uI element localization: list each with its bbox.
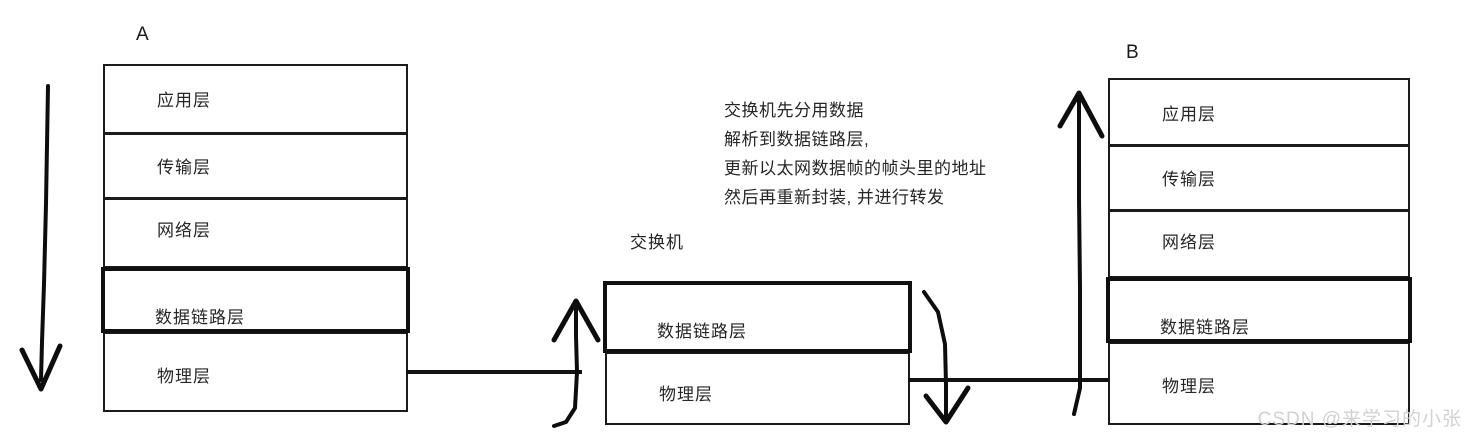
switch-layer-physical: 物理层 xyxy=(605,352,910,425)
switch-caption: 交换机 xyxy=(630,233,684,252)
layer-label: 应用层 xyxy=(1162,105,1216,124)
endpoint-a-layer-physical: 物理层 xyxy=(103,332,408,412)
endpoint-b-layer-transport: 传输层 xyxy=(1108,145,1410,211)
watermark: CSDN @来学习的小张 xyxy=(1257,409,1462,430)
layer-label: 物理层 xyxy=(1162,377,1216,396)
switch-stack: 数据链路层 物理层 xyxy=(603,281,912,425)
switch-outbound-down-arrow xyxy=(922,290,971,425)
layer-label: 物理层 xyxy=(157,367,211,386)
layer-label: 传输层 xyxy=(1162,170,1216,189)
link-switch-to-b xyxy=(908,378,1110,382)
endpoint-a-layer-application: 应用层 xyxy=(103,64,408,134)
endpoint-b-up-arrow xyxy=(1057,90,1105,416)
layer-label: 传输层 xyxy=(157,158,211,177)
switch-inbound-up-arrow xyxy=(551,298,601,428)
encapsulation-down-arrow xyxy=(19,84,63,392)
switch-layer-datalink: 数据链路层 xyxy=(603,281,912,353)
endpoint-b-stack: 应用层 传输层 网络层 数据链路层 物理层 xyxy=(1106,78,1412,425)
endpoint-a-layer-network: 网络层 xyxy=(103,198,408,268)
layer-label: 物理层 xyxy=(659,385,713,404)
layer-label: 数据链路层 xyxy=(1160,318,1250,337)
switch-behaviour-note: 交换机先分用数据 解析到数据链路层, 更新以太网数据帧的帧头里的地址 然后再重新… xyxy=(724,96,987,212)
endpoint-b-layer-network: 网络层 xyxy=(1108,210,1410,278)
layer-label: 网络层 xyxy=(157,221,211,240)
layer-label: 应用层 xyxy=(157,91,211,110)
endpoint-b-layer-datalink: 数据链路层 xyxy=(1106,277,1412,343)
layer-label: 数据链路层 xyxy=(155,308,245,327)
endpoint-b-layer-application: 应用层 xyxy=(1108,78,1410,146)
note-line: 然后再重新封装, 并进行转发 xyxy=(724,188,945,207)
endpoint-a-letter: A xyxy=(136,24,149,45)
endpoint-a-layer-transport: 传输层 xyxy=(103,133,408,199)
endpoint-b-layer-physical: 物理层 xyxy=(1108,342,1410,425)
note-line: 解析到数据链路层, xyxy=(724,130,870,149)
layer-label: 网络层 xyxy=(1162,233,1216,252)
layer-label: 数据链路层 xyxy=(657,322,747,341)
note-line: 更新以太网数据帧的帧头里的地址 xyxy=(724,159,987,178)
endpoint-b-letter: B xyxy=(1126,42,1139,63)
endpoint-a-stack: 应用层 传输层 网络层 数据链路层 物理层 xyxy=(101,64,410,412)
link-a-to-switch xyxy=(406,370,582,374)
endpoint-a-layer-datalink: 数据链路层 xyxy=(101,267,410,333)
note-line: 交换机先分用数据 xyxy=(724,101,864,120)
